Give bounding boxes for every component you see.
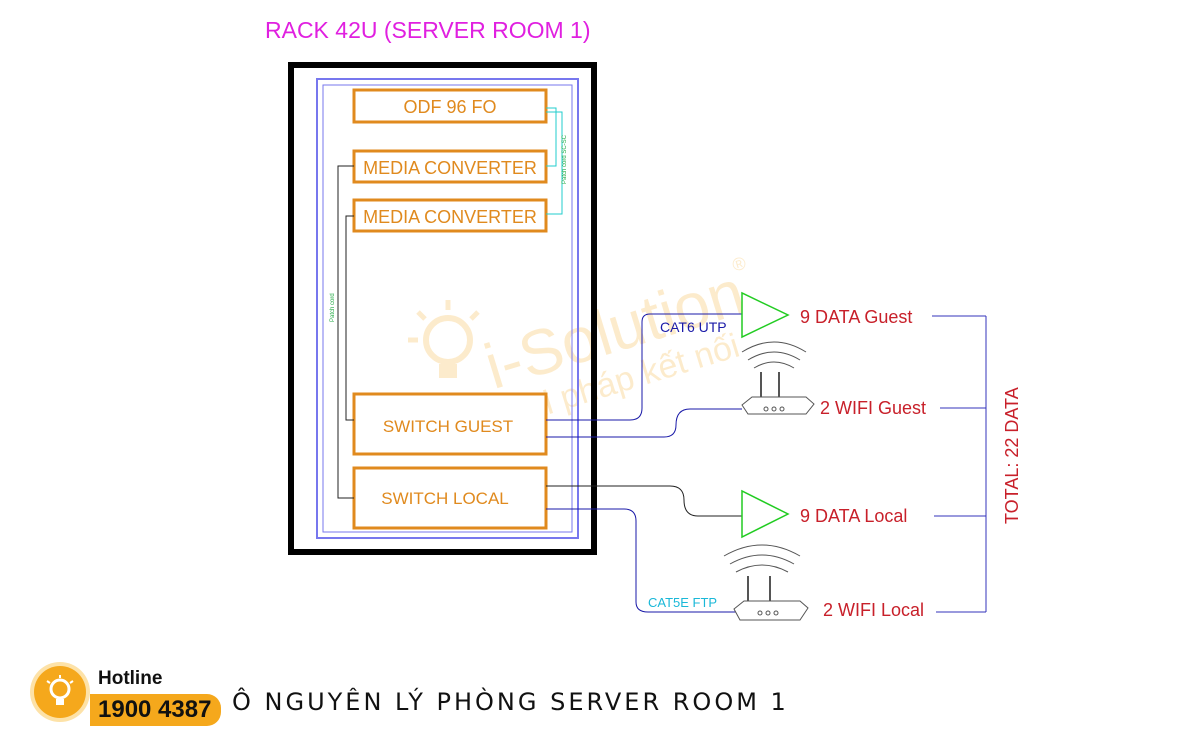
media-converter-2-label: MEDIA CONVERTER — [363, 207, 537, 227]
data-local-triangle-icon — [741, 489, 790, 539]
wifi-guest-access-point-icon — [741, 341, 815, 415]
switch-guest-box — [352, 392, 548, 456]
switch-local-box — [352, 466, 548, 530]
total-label: TOTAL: 22 DATA — [1002, 387, 1022, 524]
cable-local-wifi — [546, 508, 738, 613]
wifi-local-access-point-icon — [723, 544, 809, 621]
switch-guest-label: SWITCH GUEST — [383, 417, 513, 436]
wifi-guest-label: 2 WIFI Guest — [820, 398, 926, 418]
rack-inner-frame-2 — [322, 84, 573, 533]
wifi-local-label: 2 WIFI Local — [823, 600, 924, 620]
hotline-number[interactable]: 1900 4387 — [90, 694, 222, 726]
lan-patch-cord — [337, 165, 354, 499]
cat6-label: CAT6 UTP — [660, 319, 727, 335]
diagram-title: RACK 42U (SERVER ROOM 1) — [265, 17, 590, 43]
media-converter-1-label: MEDIA CONVERTER — [363, 158, 537, 178]
lightbulb-icon — [46, 675, 74, 705]
hotline-label: Hotline — [98, 668, 163, 689]
fiber-patch-cord — [546, 107, 563, 215]
data-local-label: 9 DATA Local — [800, 506, 907, 526]
watermark-bulb-icon — [408, 300, 480, 378]
data-guest-triangle-icon — [741, 291, 790, 339]
odf-label: ODF 96 FO — [403, 97, 496, 117]
data-guest-label: 9 DATA Guest — [800, 307, 912, 327]
cable-guest-data — [546, 313, 742, 421]
hotline-badge[interactable]: Hotline 1900 4387 — [26, 658, 246, 726]
switch-local-label: SWITCH LOCAL — [381, 489, 509, 508]
watermark-registered: ® — [730, 253, 749, 276]
fiber-patch-cord-label: Patch cord SC-SC — [562, 134, 568, 184]
odf-box — [352, 88, 548, 124]
hotline-circle — [34, 666, 86, 718]
lan-patch-cord-label: Patch cord — [330, 293, 336, 322]
rack-inner-frame — [316, 78, 579, 539]
cable-guest-wifi — [546, 408, 742, 438]
footer-diagram-title: Ô NGUYÊN LÝ PHÒNG SERVER ROOM 1 — [232, 688, 789, 716]
cat5e-label: CAT5E FTP — [648, 595, 717, 610]
rack-outer-frame — [288, 62, 597, 555]
cable-local-data — [546, 485, 742, 517]
total-bracket — [932, 315, 987, 613]
